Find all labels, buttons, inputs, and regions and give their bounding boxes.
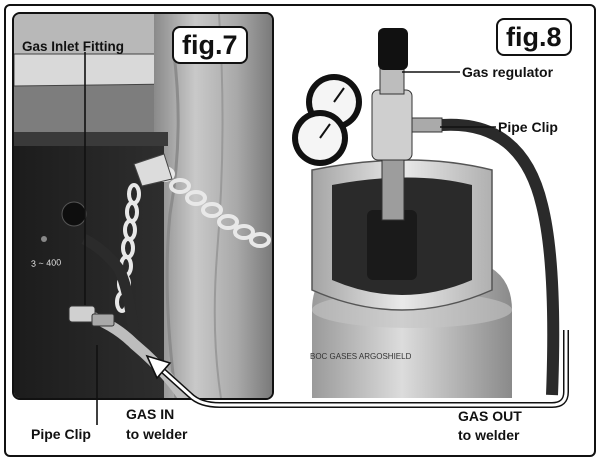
gas-flow-arrow-outline [157,330,569,408]
cylinder-label-text: BOC GASES ARGOSHIELD [310,352,412,361]
gas-regulator-callout: Gas regulator [462,64,554,80]
fig7-pipe-clip-callout: Pipe Clip [31,426,91,442]
fig8-pipe-clip-callout: Pipe Clip [498,119,558,135]
fig7-photo [12,12,274,400]
gas-flow-arrow-fill [158,330,568,407]
gas-out-label: GAS OUT [458,408,522,424]
gas-in-label: GAS IN [126,406,175,422]
gas-flow-arrowhead [145,354,172,380]
fig7-label: fig.7 [172,26,248,64]
fig8-label: fig.8 [496,18,572,56]
gas-in-subtitle: to welder [126,426,188,442]
fig8-photo [272,10,590,398]
gas-out-subtitle: to welder [458,427,520,443]
gas-inlet-fitting-callout: Gas Inlet Fitting [22,39,125,54]
